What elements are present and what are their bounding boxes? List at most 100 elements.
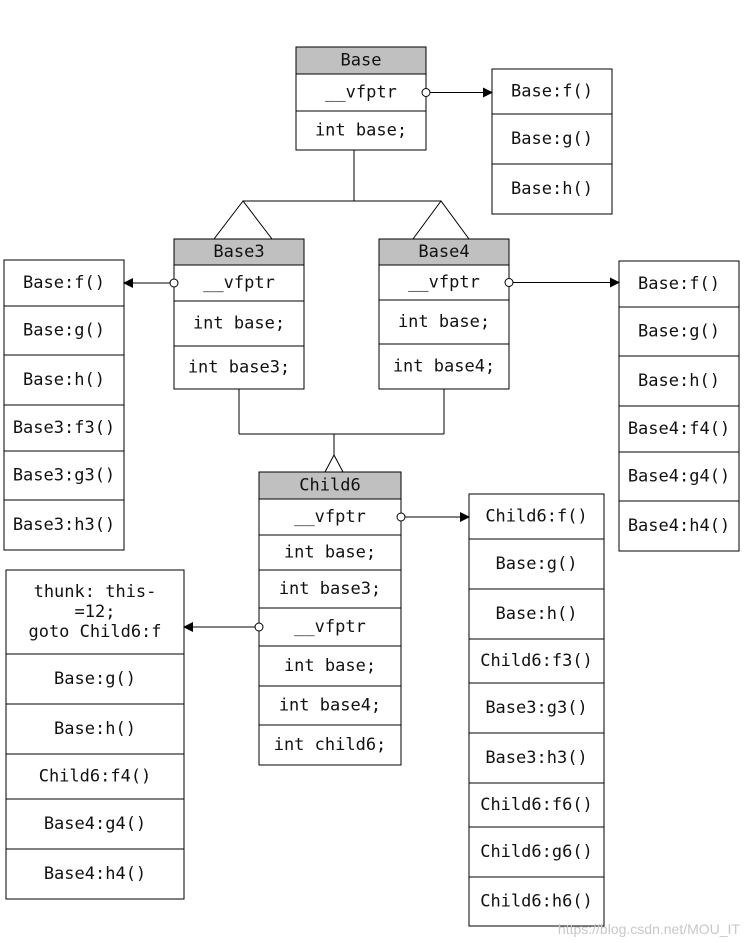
class-name: Child6 [299,476,360,496]
vtable-base: Base:f() Base:g() Base:h() [491,68,613,215]
vtable-entry: Base:g() [23,321,105,341]
vtable-entry: Base4:g4() [44,814,146,834]
vtable-entry: Base3:g3() [485,698,587,718]
class-field: int base3; [279,579,381,599]
vtable-entry: Base:h() [23,370,105,390]
vtable-entry-cell [618,500,740,552]
vtable-entry: Base:g() [511,129,593,149]
vtable-entry-cell [5,653,185,705]
class-field-cell [173,345,305,390]
vtable-entry-cell [468,538,605,590]
pointer-origin-dot [254,622,264,632]
class-field-cell [258,724,402,766]
vfptr-arrow-base4 [504,277,620,288]
class-field: int base4; [393,357,495,377]
vtable-entry: Base4:f4() [628,419,730,439]
class-field-cell [258,534,402,571]
class-field-cell [295,110,427,151]
class-name: Base4 [418,242,469,262]
inheritance-child6 [238,389,445,473]
vtable-entry: Base:h() [638,371,720,391]
vtable-entry-cell [618,451,740,502]
class-field: __vfptr [294,617,366,637]
vtable-entry: Child6:f4() [39,767,152,787]
vtable-entry: thunk: this- [34,582,157,602]
class-field-cell [378,343,510,390]
vtable-entry: Base:g() [496,554,578,574]
class-field-cell [258,607,402,647]
class-field-cell [258,569,402,609]
vtable-entry: Child6:f3() [480,651,593,671]
class-field: int base; [284,656,376,676]
vtable-entry: Base:g() [54,669,136,689]
class-field-cell [173,300,305,347]
class-field: int base; [315,121,407,141]
vtable-entry-cell [618,306,740,357]
class-field: __vfptr [408,273,480,293]
class-field: __vfptr [203,273,275,293]
vtable-entry-cell [3,450,125,501]
vtable-entry-cell [5,848,185,900]
class-field: __vfptr [325,83,397,103]
vtable-entry-cell [468,782,605,828]
vtable-entry: Child6:g6() [480,842,593,862]
vtable-entry: Child6:f6() [480,795,593,815]
class-name: Base3 [213,242,264,262]
pointer-origin-dot [504,278,514,287]
vtable-entry-cell [491,113,613,165]
vtable-entry-cell [5,753,185,800]
vtable-entry: Base:f() [638,274,720,294]
vtable-entry-cell [468,588,605,640]
class-name: Base [341,51,382,71]
vtable-entry-cell [468,876,605,927]
vtable-entry-cell [618,405,740,453]
vtable-entry-cell [3,499,125,551]
vtable-entry: Base3:h3() [485,748,587,768]
vtable-entry-cell [468,638,605,684]
vtable-entry-cell [3,354,125,406]
vfptr-arrow-child6-first [396,512,470,522]
vfptr-arrow-child6-second [183,622,264,632]
vtable-entry-cell [3,259,125,307]
pointer-origin-dot [169,278,179,288]
class-field-cell [258,685,402,726]
vtable-entry-cell [491,68,613,115]
vtable-entry: Base:f() [511,82,593,102]
class-field: int base; [398,312,490,332]
vtable-entry-cell [468,732,605,784]
class-field: int base; [284,543,376,563]
class-field: __vfptr [294,507,366,527]
vtable-entry: Base3:g3() [13,466,115,486]
pointer-origin-dot [421,88,431,97]
class-field: int base3; [188,358,290,378]
watermark: https://blog.csdn.net/MOU_IT [557,921,740,937]
vtable-entry-cell [468,826,605,878]
vtable-entry-cell [468,682,605,734]
vtable-entry-cell [3,404,125,452]
vtable-entry: Base4:h4() [628,516,730,536]
class-field: int base4; [279,696,381,716]
class-field-cell [258,498,402,536]
vtable-entry-cell [3,305,125,356]
class-field: int base; [193,314,285,334]
vtable-entry: Base:h() [511,179,593,199]
vfptr-arrow-base [421,87,493,98]
class-field-cell [258,645,402,687]
vtable-entry: goto Child6:f [28,622,161,642]
vtable-entry-cell [618,355,740,407]
class-header [258,471,402,500]
pointer-origin-dot [396,512,406,522]
vtable-entry: Base:f() [23,273,105,293]
vtable-entry-cell [5,569,185,655]
vtable-entry: Base:h() [496,604,578,624]
class-header [378,238,510,266]
vtable-entry: Base3:h3() [13,515,115,535]
vtable-entry: =12; [75,602,116,622]
vtable-entry: Base:g() [638,322,720,342]
vtable-entry: Base3:f3() [13,418,115,438]
class-header [173,238,305,266]
